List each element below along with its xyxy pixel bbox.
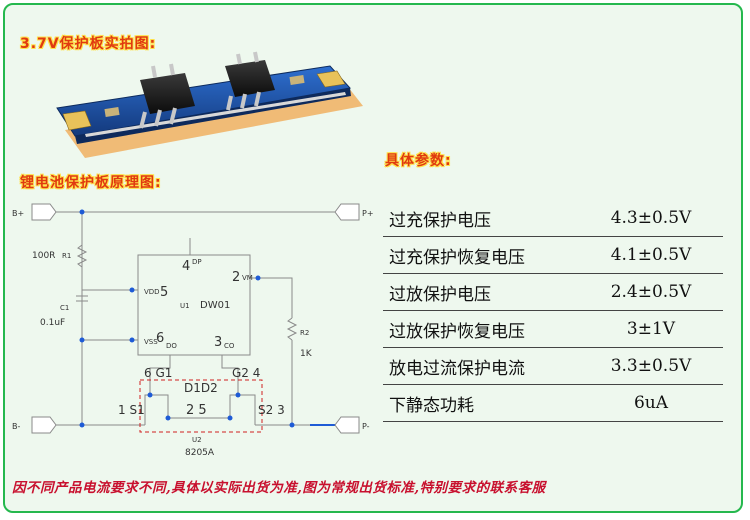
junction-dot: [129, 287, 135, 293]
mos-name-label: 8205A: [185, 448, 215, 458]
do-wire: [149, 355, 171, 395]
mos1-body: [144, 394, 169, 425]
b-plus-label: B+: [12, 209, 24, 218]
p-minus-label: P-: [362, 422, 370, 431]
dw01-chip: [225, 51, 275, 111]
param-name: 过放保护恢复电压: [389, 321, 525, 342]
junction-dot: [227, 415, 233, 421]
p-plus-label: P+: [362, 209, 374, 218]
params-table: 过充保护电压 4.3±0.5V 过充保护恢复电压 4.1±0.5V 过放保护电压…: [383, 200, 723, 422]
vm-wire: [250, 277, 293, 318]
param-name: 过充保护电压: [389, 210, 491, 231]
r1-ref-label: R1: [62, 252, 71, 260]
photo-heading: 3.7V保护板实拍图:: [20, 36, 157, 52]
pin5-name: VDD: [144, 288, 160, 296]
param-value: 4.3±0.5V: [610, 208, 692, 228]
junction-dot: [147, 392, 153, 398]
bottom-note: 因不同产品电流要求不同,具体以实际出货为准,图为常规出货标准,特别要求的联系客服: [12, 480, 546, 496]
param-row: 过放保护电压 2.4±0.5V: [383, 274, 723, 311]
mos-d-pins-label: 2 5: [186, 403, 207, 418]
params-heading: 具体参数:: [385, 153, 452, 169]
smd-resistor: [104, 106, 120, 118]
pin6-name: VSS: [144, 338, 158, 346]
junction-dot: [289, 422, 295, 428]
b-minus-label: B-: [12, 422, 20, 431]
page-frame: [3, 3, 743, 513]
param-row: 下静态功耗 6uA: [383, 385, 723, 422]
param-value: 3±1V: [626, 319, 676, 339]
mos-ref-label: U2: [192, 436, 202, 444]
param-value: 2.4±0.5V: [610, 282, 692, 302]
p-plus-terminal: [334, 203, 360, 221]
ic-dw01-box: [137, 254, 251, 356]
junction-dot: [165, 415, 171, 421]
param-value: 6uA: [633, 393, 669, 413]
board-photo: [56, 51, 363, 158]
ic-ref-label: U1: [180, 302, 190, 310]
c1-value-label: 0.1uF: [40, 318, 65, 328]
param-value: 3.3±0.5V: [610, 356, 692, 376]
param-value: 4.1±0.5V: [610, 245, 692, 265]
schematic-diagram: B+ B- P+ P- 100R R1 C1 0.1uF 4 DP 2 VM V…: [12, 203, 374, 458]
co-wire: [221, 355, 239, 395]
pin3-number: 3: [214, 335, 222, 350]
junction-dot: [235, 392, 241, 398]
param-name: 下静态功耗: [389, 395, 474, 416]
pin6-number: 6: [156, 331, 164, 346]
junction-dot: [79, 422, 85, 428]
junction-dot: [129, 337, 135, 343]
param-name: 过放保护电压: [389, 284, 491, 305]
param-name: 放电过流保护电流: [389, 358, 525, 379]
pin4-name: DP: [192, 258, 202, 266]
mos2-body: [229, 394, 256, 425]
b-plus-terminal: [31, 203, 57, 221]
param-name: 过充保护恢复电压: [389, 247, 525, 268]
junction-dot: [255, 275, 261, 281]
mos-s2-label: S2 3: [258, 403, 285, 417]
silver-strip: [85, 92, 346, 137]
pad-right: [316, 70, 346, 88]
mos-g2-label: G2 4: [232, 366, 260, 380]
param-row: 过放保护恢复电压 3±1V: [383, 311, 723, 348]
pin5-number: 5: [160, 285, 168, 300]
junction-dot: [79, 209, 85, 215]
mos-s1-label: 1 S1: [118, 403, 145, 417]
r1-resistor: [76, 244, 88, 268]
pin1-name: DO: [166, 342, 177, 350]
junction-dot: [79, 337, 85, 343]
pad-left: [62, 110, 92, 131]
pin2-name: VM: [242, 274, 253, 282]
param-row: 放电过流保护电流 3.3±0.5V: [383, 348, 723, 385]
pin3-name: CO: [224, 342, 235, 350]
r2-value-label: 1K: [300, 349, 313, 359]
mos-g1-label: 6 G1: [144, 366, 172, 380]
schematic-heading: 锂电池保护板原理图:: [20, 175, 162, 191]
r2-resistor: [286, 317, 298, 341]
mosfet-chip: [139, 63, 195, 129]
p-minus-terminal: [334, 416, 360, 434]
r1-value-label: 100R: [32, 251, 55, 261]
r2-ref-label: R2: [300, 329, 309, 337]
c1-ref-label: C1: [60, 304, 69, 312]
smd-capacitor: [289, 74, 305, 86]
ic-name-label: DW01: [200, 300, 230, 311]
mos-dashed-box: [139, 379, 263, 433]
b-minus-terminal: [31, 416, 57, 434]
mos-d-label: D1D2: [184, 381, 218, 395]
pin2-number: 2: [232, 270, 240, 285]
param-row: 过充保护恢复电压 4.1±0.5V: [383, 237, 723, 274]
pin4-number: 4: [182, 259, 190, 274]
param-row: 过充保护电压 4.3±0.5V: [383, 200, 723, 237]
